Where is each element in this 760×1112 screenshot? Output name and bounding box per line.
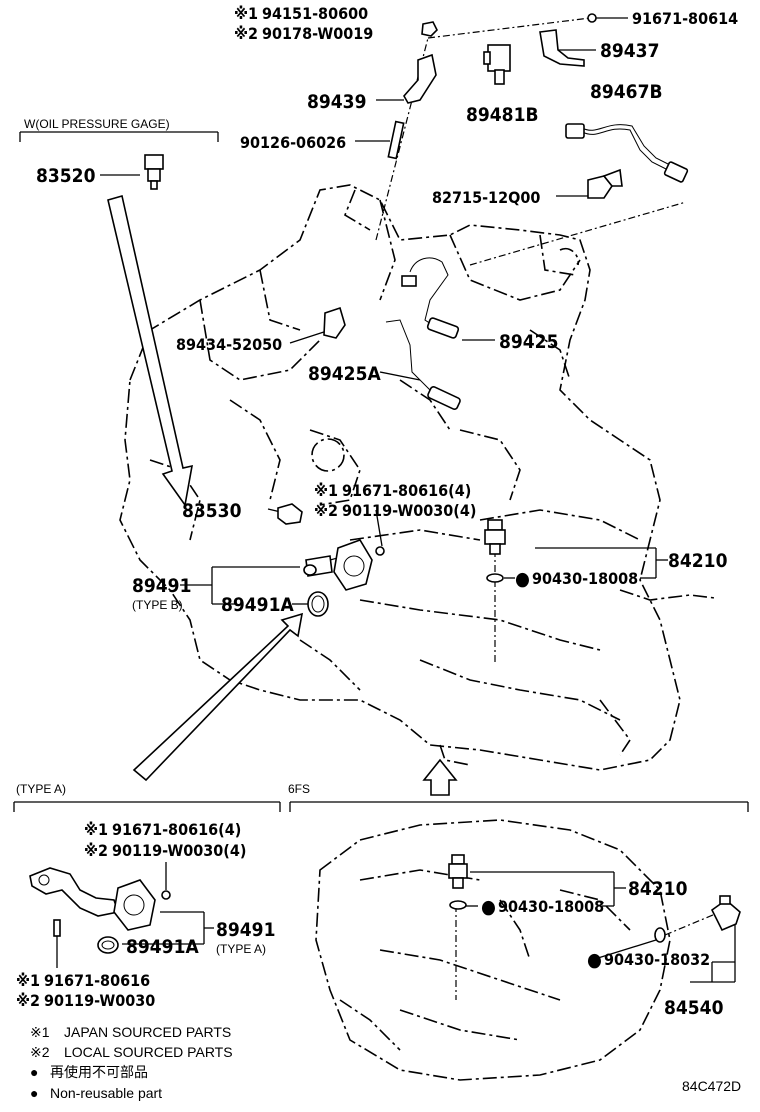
legend-dot-jp: ● [30,1064,38,1080]
mark-2-bolts: ※2 [314,501,338,520]
mark-1-type-a-bolts: ※1 [84,820,108,839]
label-oil-pressure-gage: W(OIL PRESSURE GAGE) [24,117,170,131]
legend-local-sourced: LOCAL SOURCED PARTS [64,1044,233,1060]
type-a-detail [29,862,214,968]
figure-code: 84C472D [682,1078,741,1094]
label-89481B: 89481B [466,104,539,126]
legend: ※1 JAPAN SOURCED PARTS ※2 LOCAL SOURCED … [30,1024,741,1101]
label-90178-W0019: 90178-W0019 [262,24,373,43]
legend-japan-sourced: JAPAN SOURCED PARTS [64,1024,231,1040]
label-89425: 89425 [499,331,558,353]
label-84210: 84210 [668,550,728,572]
label-89437: 89437 [600,40,659,62]
label-90119-W0030-4: 90119-W0030(4) [342,501,476,520]
section-6fs: 6FS [288,782,310,796]
label-89439: 89439 [307,91,366,113]
label-89491: 89491 [132,575,191,597]
label-type-a-89491: 89491 [216,919,275,941]
six-fs-detail [315,819,741,1081]
label-94151-80600: 94151-80600 [262,4,368,23]
label-83530: 83530 [182,500,242,522]
label-6fs-84540: 84540 [664,997,724,1019]
label-89467B: 89467B [590,81,663,103]
label-type-a-91671-80616: 91671-80616 [44,971,150,990]
label-type-a-89491A: 89491A [126,936,199,958]
legend-non-reusable-en: Non-reusable part [50,1085,162,1101]
label-82715-12Q00: 82715-12Q00 [432,188,540,207]
label-type-a-91671-80616-4: 91671-80616(4) [112,820,241,839]
dot-90430-18008: ● [515,568,530,590]
label-6fs-90430-18008: 90430-18008 [498,897,604,916]
dot-6fs-90430-18008: ● [481,896,496,918]
label-90126-06026: 90126-06026 [240,133,346,152]
label-6fs-90430-18032: 90430-18032 [604,950,710,969]
leader-lines [100,17,687,665]
section-brackets [13,801,749,812]
label-type-a-90119-W0030: 90119-W0030 [44,991,155,1010]
legend-mark-2: ※2 [30,1044,50,1060]
label-type-a-90119-W0030-4: 90119-W0030(4) [112,841,246,860]
label-type-a-caption: (TYPE A) [216,942,266,956]
six-fs-labels: 84210 ● 90430-18008 ● 90430-18032 84540 [481,878,724,1019]
mark-2: ※2 [234,24,258,43]
mark-1-type-a-bolt: ※1 [16,971,40,990]
legend-mark-1: ※1 [30,1024,50,1040]
mark-1-bolts: ※1 [314,481,338,500]
type-a-labels: ※1 91671-80616(4) ※2 90119-W0030(4) 8949… [16,820,275,1010]
label-83520: 83520 [36,165,96,187]
oil-pressure-gage-bracket [19,131,219,142]
label-91671-80616-4: 91671-80616(4) [342,481,471,500]
label-type-b: (TYPE B) [132,598,183,612]
label-89434-52050: 89434-52050 [176,335,282,354]
main-labels: ※1 94151-80600 ※2 90178-W0019 91671-8061… [16,4,738,796]
mark-2-type-a-bolt: ※2 [16,991,40,1010]
parts-main [144,13,689,617]
legend-dot-en: ● [30,1085,38,1101]
label-89491A: 89491A [221,594,294,616]
label-6fs-84210: 84210 [628,878,688,900]
mark-2-type-a-bolts: ※2 [84,841,108,860]
dot-6fs-90430-18032: ● [587,949,602,971]
label-91671-80614: 91671-80614 [632,9,738,28]
legend-non-reusable-jp: 再使用不可部品 [50,1064,148,1080]
mark-1: ※1 [234,4,258,23]
direction-arrows [107,194,458,796]
label-90430-18008: 90430-18008 [532,569,638,588]
engine-transaxle-illustration [119,184,716,771]
section-type-a: (TYPE A) [16,782,66,796]
label-89425A: 89425A [308,363,381,385]
